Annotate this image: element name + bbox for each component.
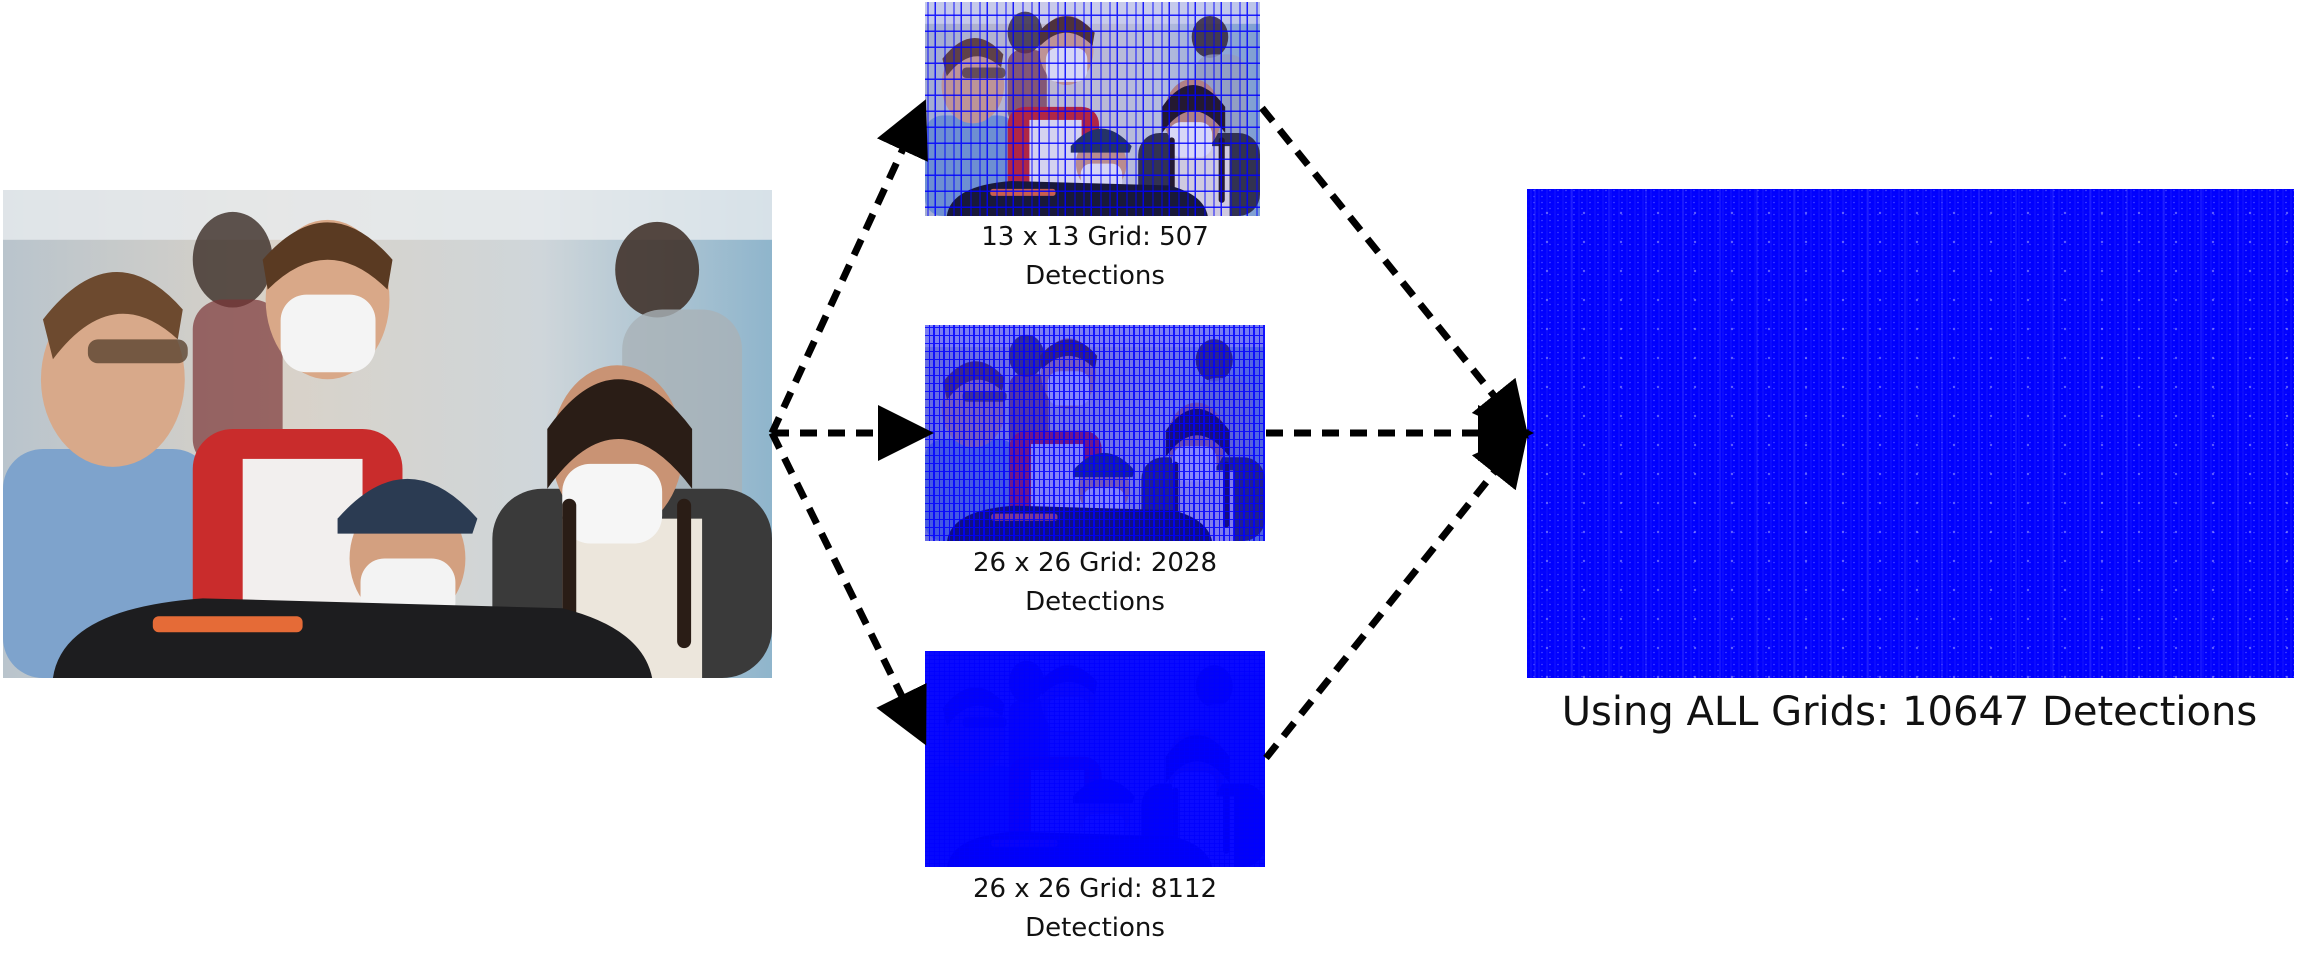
grid-13-caption-line2: Detections <box>1025 261 1165 291</box>
grid-52-caption-line1: 26 x 26 Grid: 8112 <box>972 874 1218 904</box>
combined-caption: Using ALL Grids: 10647 Detections <box>1561 689 2258 735</box>
grid-26-caption-line2: Detections <box>1025 587 1165 617</box>
arrow-from-grid-13 <box>1259 105 1529 439</box>
grid-52-caption-line2: Detections <box>1025 913 1165 943</box>
grid-13-caption: 13 x 13 Grid: 507 Detections <box>915 218 1275 296</box>
grid-panel-26x26 <box>925 325 1265 541</box>
grid-52-caption: 26 x 26 Grid: 8112 Detections <box>915 870 1275 948</box>
arrow-to-grid-52 <box>768 431 927 746</box>
grid-panel-52x52 <box>925 651 1265 867</box>
arrow-from-grid-52 <box>1263 429 1529 761</box>
grid-26-caption-line1: 26 x 26 Grid: 2028 <box>972 548 1218 578</box>
input-photo <box>3 190 772 678</box>
grid-panel-13x13 <box>925 2 1260 216</box>
grid-26-caption: 26 x 26 Grid: 2028 Detections <box>915 544 1275 622</box>
combined-detections-panel <box>1527 189 2294 678</box>
grid-13-caption-line1: 13 x 13 Grid: 507 <box>981 222 1209 252</box>
arrow-to-grid-13 <box>768 99 928 435</box>
